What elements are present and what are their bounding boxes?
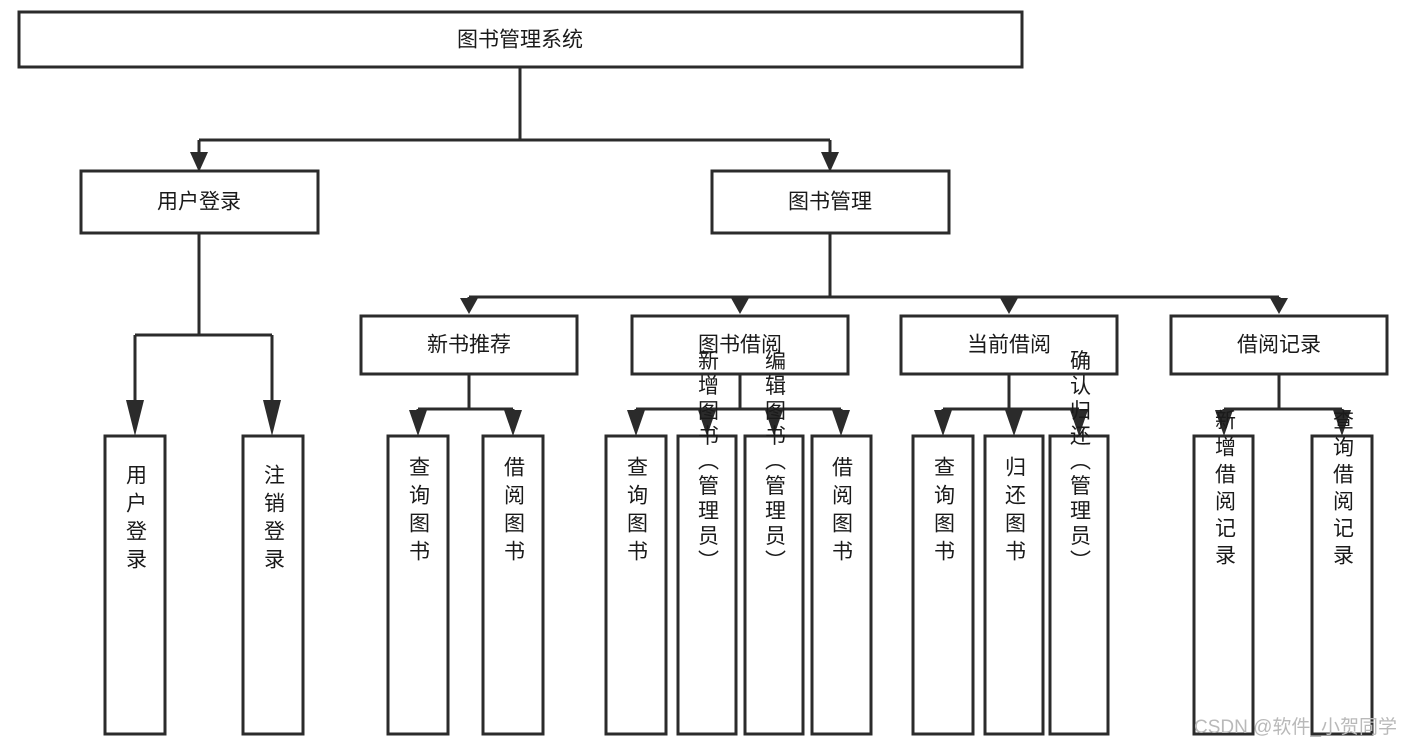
node-user-login[interactable]: 用户登录 bbox=[79, 169, 320, 235]
arrow-head-current-leaf-1 bbox=[934, 410, 952, 436]
arrow-head-book-borrow bbox=[731, 298, 749, 314]
user-login-label: 用户登录 bbox=[157, 191, 241, 214]
leaf-borrow-book-box bbox=[810, 434, 873, 736]
new-book-recommend-box bbox=[359, 314, 579, 376]
leaf-borrow-query-book-label: 查询图书 bbox=[625, 456, 649, 568]
arrow-head-record-leaf-1 bbox=[1215, 410, 1233, 436]
leaf-recommend-query-book-box bbox=[386, 434, 450, 736]
leaf-node-logout[interactable]: 注销登录 bbox=[241, 434, 305, 736]
leaf-recommend-query-book-label: 查询图书 bbox=[407, 456, 431, 568]
leaf-confirm-return-admin-label: 确认归还（管理员） bbox=[1068, 350, 1092, 575]
arrow-head-leaf-logout bbox=[263, 400, 281, 436]
arrow-head-new-book-recommend bbox=[460, 298, 478, 314]
leaf-user-login-box bbox=[103, 434, 167, 736]
leaf-return-book-label: 归还图书 bbox=[1003, 456, 1027, 568]
node-root-book-management-system[interactable]: 图书管理系统 bbox=[17, 10, 1024, 69]
current-borrow-label: 当前借阅 bbox=[967, 334, 1051, 357]
borrow-record-label: 借阅记录 bbox=[1237, 334, 1321, 357]
leaf-current-query-book-box bbox=[911, 434, 975, 736]
arrow-head-borrow-record bbox=[1270, 298, 1288, 314]
book-borrow-label: 图书借阅 bbox=[698, 334, 782, 357]
arrow-head-borrow-leaf-1 bbox=[627, 410, 645, 436]
arrow-head-user-login bbox=[190, 152, 208, 172]
arrow-head-recommend-leaf-1 bbox=[409, 410, 427, 436]
leaf-node-confirm-return-admin[interactable]: 确认归还（管理员） bbox=[1048, 350, 1110, 736]
leaf-recommend-borrow-book-box bbox=[481, 434, 545, 736]
arrow-head-borrow-leaf-2 bbox=[698, 410, 716, 436]
node-current-borrow[interactable]: 当前借阅 bbox=[899, 314, 1119, 376]
leaf-node-borrow-book[interactable]: 借阅图书 bbox=[810, 434, 873, 736]
leaf-logout-label: 注销登录 bbox=[262, 464, 286, 576]
arrow-head-book-management bbox=[821, 152, 839, 172]
leaf-node-edit-book-admin[interactable]: 编辑图书（管理员） bbox=[743, 350, 805, 736]
leaf-add-book-admin-label: 新增图书（管理员） bbox=[696, 350, 720, 575]
leaf-add-book-admin-box bbox=[676, 434, 738, 736]
borrow-record-box bbox=[1169, 314, 1389, 376]
leaf-node-query-borrow-record[interactable]: 查询借阅记录 bbox=[1310, 409, 1374, 736]
book-management-box bbox=[710, 169, 951, 235]
arrow-head-recommend-leaf-2 bbox=[504, 410, 522, 436]
book-management-label: 图书管理 bbox=[788, 191, 872, 214]
leaf-current-query-book-label: 查询图书 bbox=[932, 456, 956, 568]
new-book-recommend-label: 新书推荐 bbox=[427, 334, 511, 357]
leaf-add-borrow-record-label: 新增借阅记录 bbox=[1213, 409, 1237, 571]
leaf-confirm-return-admin-box bbox=[1048, 434, 1110, 736]
arrow-head-borrow-leaf-3 bbox=[765, 410, 783, 436]
arrow-head-current-leaf-3 bbox=[1070, 410, 1088, 436]
arrow-head-leaf-user-login bbox=[126, 400, 144, 436]
arrow-head-borrow-leaf-4 bbox=[832, 410, 850, 436]
root-label: 图书管理系统 bbox=[457, 29, 583, 52]
leaf-logout-box bbox=[241, 434, 305, 736]
leaf-node-return-book[interactable]: 归还图书 bbox=[983, 434, 1045, 736]
leaf-user-login-label: 用户登录 bbox=[124, 464, 148, 576]
root-box bbox=[17, 10, 1024, 69]
node-book-borrow[interactable]: 图书借阅 bbox=[630, 314, 850, 376]
leaf-edit-book-admin-label: 编辑图书（管理员） bbox=[763, 350, 787, 575]
leaf-node-recommend-borrow-book[interactable]: 借阅图书 bbox=[481, 434, 545, 736]
leaf-borrow-query-book-box bbox=[604, 434, 668, 736]
csdn-watermark: CSDN @软件_小贺同学 bbox=[1194, 716, 1397, 738]
arrow-head-current-borrow bbox=[1000, 298, 1018, 314]
leaf-node-current-query-book[interactable]: 查询图书 bbox=[911, 434, 975, 736]
leaf-node-add-book-admin[interactable]: 新增图书（管理员） bbox=[676, 350, 738, 736]
leaf-recommend-borrow-book-label: 借阅图书 bbox=[502, 456, 526, 568]
node-borrow-record[interactable]: 借阅记录 bbox=[1169, 314, 1389, 376]
arrow-head-current-leaf-2 bbox=[1005, 410, 1023, 436]
leaf-return-book-box bbox=[983, 434, 1045, 736]
book-borrow-box bbox=[630, 314, 850, 376]
leaf-query-borrow-record-box bbox=[1310, 434, 1374, 736]
leaf-query-borrow-record-label: 查询借阅记录 bbox=[1331, 409, 1355, 571]
arrow-head-record-leaf-2 bbox=[1333, 410, 1351, 436]
leaf-add-borrow-record-box bbox=[1192, 434, 1255, 736]
leaf-edit-book-admin-box bbox=[743, 434, 805, 736]
leaf-node-borrow-query-book[interactable]: 查询图书 bbox=[604, 434, 668, 736]
node-book-management[interactable]: 图书管理 bbox=[710, 169, 951, 235]
node-new-book-recommend[interactable]: 新书推荐 bbox=[359, 314, 579, 376]
current-borrow-box bbox=[899, 314, 1119, 376]
leaf-borrow-book-label: 借阅图书 bbox=[830, 456, 854, 568]
leaf-node-add-borrow-record[interactable]: 新增借阅记录 bbox=[1192, 409, 1255, 736]
leaf-node-recommend-query-book[interactable]: 查询图书 bbox=[386, 434, 450, 736]
leaf-node-user-login[interactable]: 用户登录 bbox=[103, 434, 167, 736]
